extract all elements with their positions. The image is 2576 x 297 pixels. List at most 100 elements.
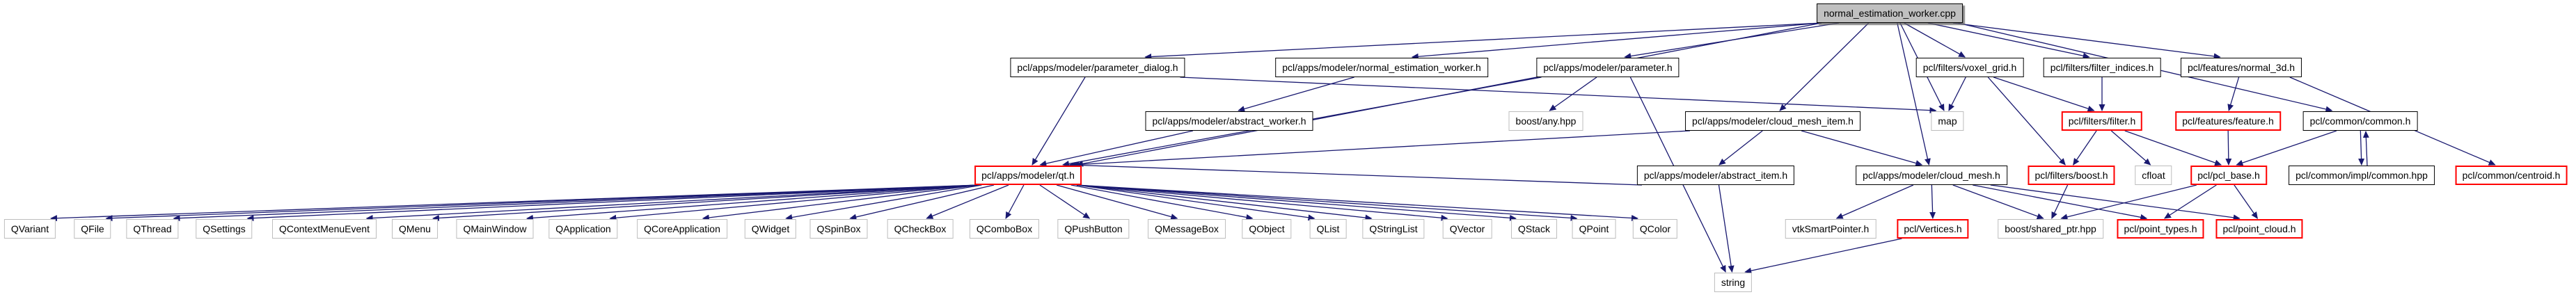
include-edge-pd-map xyxy=(1180,77,1937,114)
graph-node-q06: QMenu xyxy=(392,219,438,239)
include-edge-root-fi xyxy=(1927,22,2090,59)
graph-node-nw[interactable]: pcl/apps/modeler/normal_estimation_worke… xyxy=(1275,58,1488,77)
include-edge-root-cm xyxy=(1897,22,1931,166)
graph-node-pb[interactable]: pcl/pcl_base.h xyxy=(2190,166,2267,185)
include-edge-fb-sp xyxy=(2051,184,2069,219)
include-edge-ci-ai xyxy=(1718,130,1763,166)
include-edge-root-pd xyxy=(1144,22,1822,61)
include-edge-pb-pc xyxy=(2234,184,2258,219)
graph-node-q21: QPoint xyxy=(1572,219,1616,239)
graph-node-q20: QStack xyxy=(1511,219,1557,239)
graph-node-vtk: vtkSmartPointer.h xyxy=(1785,219,1876,239)
graph-node-q13: QComboBox xyxy=(969,219,1040,239)
include-edge-qt-q09 xyxy=(702,184,980,221)
graph-node-qt[interactable]: pcl/apps/modeler/qt.h xyxy=(974,166,1082,185)
graph-node-aw[interactable]: pcl/apps/modeler/abstract_worker.h xyxy=(1145,111,1313,131)
graph-node-co[interactable]: pcl/common/common.h xyxy=(2302,111,2418,131)
include-edge-qt-q12 xyxy=(926,184,1009,219)
include-edge-ci-qt xyxy=(1072,130,1691,168)
graph-node-ch[interactable]: pcl/common/impl/common.hpp xyxy=(2289,166,2435,185)
include-edge-pr-ba xyxy=(1549,77,1597,111)
graph-node-ai[interactable]: pcl/apps/modeler/abstract_item.h xyxy=(1636,166,1795,185)
include-edge-pb-pt xyxy=(2164,184,2217,219)
graph-node-pt[interactable]: pcl/point_types.h xyxy=(2117,219,2204,239)
graph-node-st: string xyxy=(1714,273,1753,292)
include-edge-co-pb xyxy=(2236,130,2337,166)
include-edge-ai-qt xyxy=(1068,161,1643,186)
graph-node-q18: QStringList xyxy=(1362,219,1425,239)
graph-node-q11: QSpinBox xyxy=(809,219,868,239)
include-edge-vg-map xyxy=(1948,77,1966,111)
graph-node-q16: QObject xyxy=(1242,219,1292,239)
include-edge-vg-fb xyxy=(1987,77,2066,166)
include-edge-vg-fl xyxy=(1993,77,2095,112)
graph-node-fl[interactable]: pcl/filters/filter.h xyxy=(2061,111,2143,131)
include-edge-pd-qt xyxy=(1032,77,1086,166)
include-edge-cm-pc xyxy=(1990,184,2241,221)
graph-node-cf: cfloat xyxy=(2135,166,2172,185)
graph-node-fe[interactable]: pcl/features/feature.h xyxy=(2175,111,2281,131)
include-edge-cm-sp xyxy=(1952,184,2044,220)
include-edge-co-ch xyxy=(2358,130,2365,166)
graph-node-pd[interactable]: pcl/apps/modeler/parameter_dialog.h xyxy=(1010,58,1185,77)
graph-node-q03: QThread xyxy=(126,219,179,239)
include-edge-qt-q13 xyxy=(1005,184,1025,219)
include-edge-cm-vtk xyxy=(1835,184,1914,219)
graph-node-q17: QList xyxy=(1309,219,1347,239)
graph-node-ci[interactable]: pcl/apps/modeler/cloud_mesh_item.h xyxy=(1685,111,1860,131)
include-edge-qt-q11 xyxy=(849,184,995,220)
include-edge-qt-q21 xyxy=(1076,184,1578,221)
graph-node-ce[interactable]: pcl/common/centroid.h xyxy=(2455,166,2568,185)
graph-node-pr[interactable]: pcl/apps/modeler/parameter.h xyxy=(1536,58,1680,77)
graph-node-q02: QFile xyxy=(74,219,111,239)
graph-node-root: normal_estimation_worker.cpp xyxy=(1817,3,1963,23)
graph-node-q01: QVariant xyxy=(3,219,56,239)
include-edge-qt-q17 xyxy=(1076,184,1315,221)
graph-node-q04: QSettings xyxy=(196,219,253,239)
include-edge-fl-pb xyxy=(2124,130,2222,166)
include-edge-qt-q07 xyxy=(526,184,980,221)
include-edge-aw-qt xyxy=(1039,130,1194,167)
graph-node-vx[interactable]: pcl/Vertices.h xyxy=(1897,219,1969,239)
graph-node-cm[interactable]: pcl/apps/modeler/cloud_mesh.h xyxy=(1856,166,2007,185)
graph-node-vg[interactable]: pcl/filters/voxel_grid.h xyxy=(1915,58,2024,77)
include-edge-cm-vx xyxy=(1929,184,1936,219)
include-edge-qt-q06 xyxy=(432,184,980,221)
include-edge-qt-q22 xyxy=(1076,184,1638,221)
graph-node-q08: QApplication xyxy=(548,219,618,239)
include-edge-root-nw xyxy=(1411,22,1822,60)
include-edge-qt-q20 xyxy=(1076,184,1517,221)
include-edge-qt-q18 xyxy=(1076,184,1373,221)
graph-node-q12: QCheckBox xyxy=(887,219,954,239)
graph-node-fi[interactable]: pcl/filters/filter_indices.h xyxy=(2043,58,2161,77)
include-edge-qt-q05 xyxy=(365,184,980,222)
graph-node-q09: QCoreApplication xyxy=(637,219,727,239)
graph-node-fb[interactable]: pcl/filters/boost.h xyxy=(2028,166,2115,185)
include-edge-n3-fe xyxy=(2227,77,2240,111)
graph-node-q19: QVector xyxy=(1442,219,1492,239)
graph-node-sp: boost/shared_ptr.hpp xyxy=(1998,219,2103,239)
include-edge-ci-cm xyxy=(1801,130,1923,166)
graph-node-n3[interactable]: pcl/features/normal_3d.h xyxy=(2180,58,2302,77)
graph-node-pc[interactable]: pcl/point_cloud.h xyxy=(2215,219,2303,239)
include-edge-nw-aw xyxy=(1238,77,1354,112)
include-edge-fl-fb xyxy=(2073,130,2097,166)
graph-node-q15: QMessageBox xyxy=(1148,219,1226,239)
include-edge-fe-pb xyxy=(2225,130,2232,166)
include-edge-qt-q04 xyxy=(246,184,980,222)
include-edge-qt-q08 xyxy=(609,184,980,221)
include-edge-ai-st xyxy=(1718,184,1735,273)
graph-node-map: map xyxy=(1931,111,1964,131)
include-edge-root-ci xyxy=(1779,22,1870,111)
include-edge-qt-q14 xyxy=(1039,184,1091,219)
include-edge-qt-q03 xyxy=(173,184,980,222)
include-edge-qt-q19 xyxy=(1076,184,1448,221)
include-edge-ch-co xyxy=(2362,131,2369,166)
graph-node-ba: boost/any.hpp xyxy=(1508,111,1583,131)
include-edge-root-vg xyxy=(1904,22,1966,58)
graph-node-q10: QWidget xyxy=(744,219,797,239)
include-edge-qt-q10 xyxy=(785,184,982,220)
include-edge-qt-q02 xyxy=(105,184,980,222)
